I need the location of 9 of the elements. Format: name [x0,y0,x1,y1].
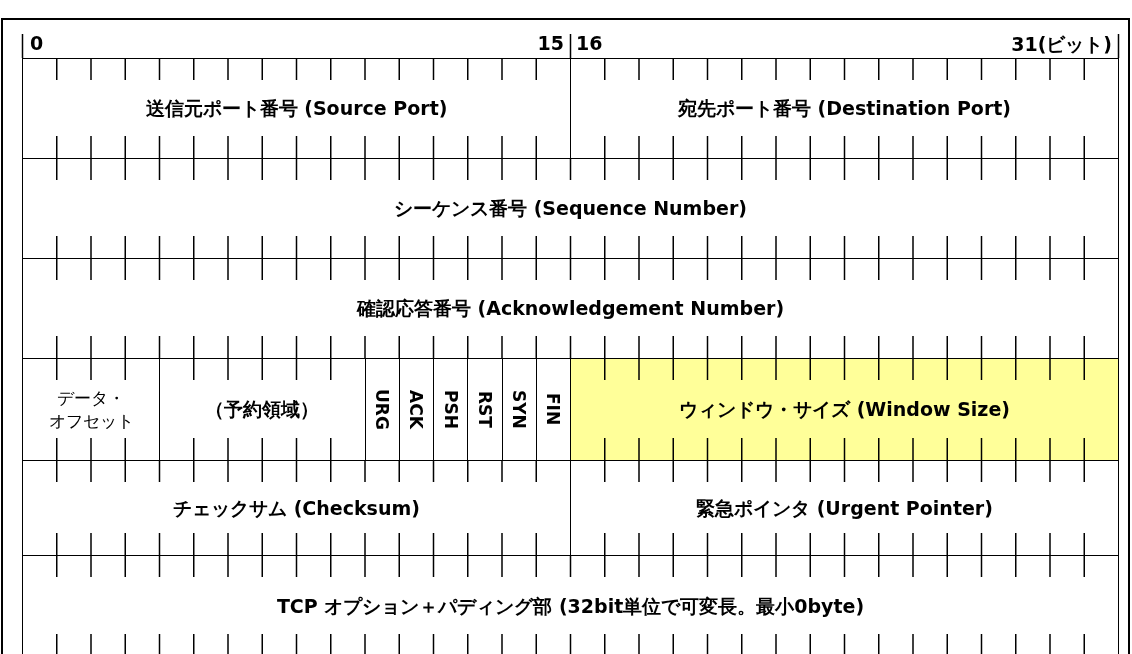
field-cell: シーケンス番号 (Sequence Number) [22,158,1119,259]
bit-number: 0 [30,32,44,54]
field-cell: 宛先ポート番号 (Destination Port) [570,58,1119,159]
field-cell: ウィンドウ・サイズ (Window Size) [570,358,1119,461]
bit-number: 15 [537,32,564,54]
field-cell: 送信元ポート番号 (Source Port) [22,58,571,159]
field-cell: TCP オプション＋パディング部 (32bit単位で可変長。最小0byte) [22,555,1119,654]
bit-number: 31(ビット) [1011,32,1112,57]
bit-number: 16 [576,32,603,54]
